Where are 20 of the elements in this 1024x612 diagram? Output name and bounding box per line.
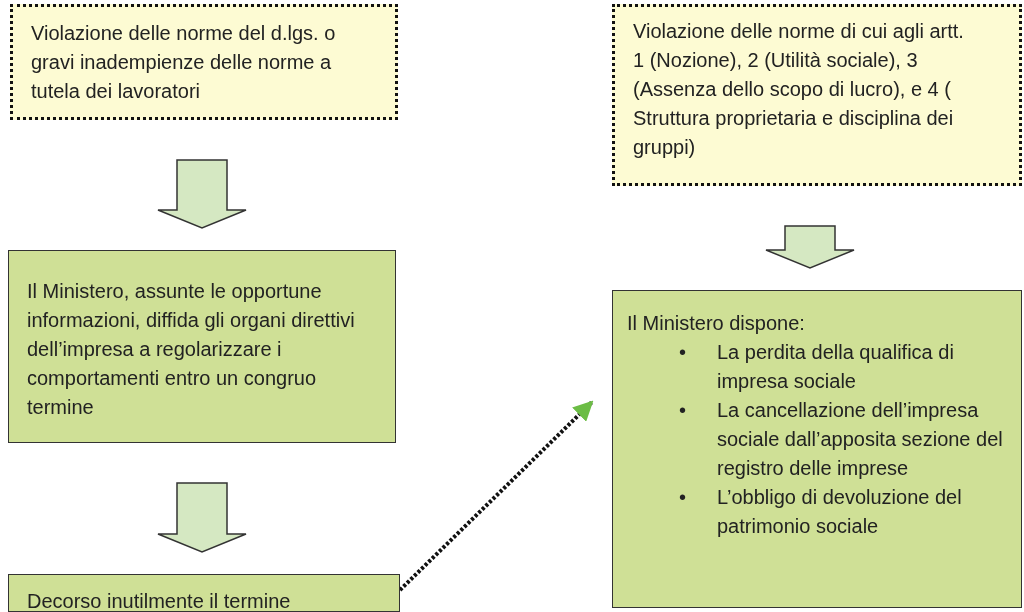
block-arrow bbox=[157, 482, 247, 553]
bullet-item: La cancellazione dell’impresa sociale dall’apposita sezione del registro delle imprese bbox=[717, 398, 1004, 481]
process-box bbox=[612, 290, 1022, 608]
note-box bbox=[612, 4, 1022, 186]
box-text: Decorso inutilmente il termine bbox=[27, 589, 292, 612]
box-text: Violazione delle norme di cui agli artt. 1 (Nozione), 2 (Utilità sociale), 3 (Assenza dello scopo di lucro), e 4 ( Struttura proprietaria e disciplina dei gruppi) bbox=[633, 19, 965, 160]
process-box bbox=[8, 574, 400, 612]
box-text: Il Ministero, assunte le opportune informazioni, diffida gli organi direttivi dell’impresa a regolarizzare i comportamenti entro un congruo termine bbox=[27, 279, 356, 420]
process-box bbox=[8, 250, 396, 443]
bullet-item: La perdita della qualifica di impresa sociale bbox=[717, 340, 955, 394]
bullet: • bbox=[678, 340, 687, 365]
block-arrow bbox=[157, 159, 247, 229]
note-box bbox=[10, 4, 398, 120]
dotted-arrow bbox=[398, 400, 594, 592]
box-heading: Il Ministero dispone: bbox=[627, 311, 806, 336]
block-arrow bbox=[765, 225, 855, 269]
bullet: • bbox=[678, 485, 687, 510]
bullet: • bbox=[678, 398, 687, 423]
box-text: Violazione delle norme del d.lgs. o gravi inadempienze delle norme a tutela dei lavoratori bbox=[31, 21, 337, 104]
bullet-item: L’obbligo di devoluzione del patrimonio sociale bbox=[717, 485, 963, 539]
